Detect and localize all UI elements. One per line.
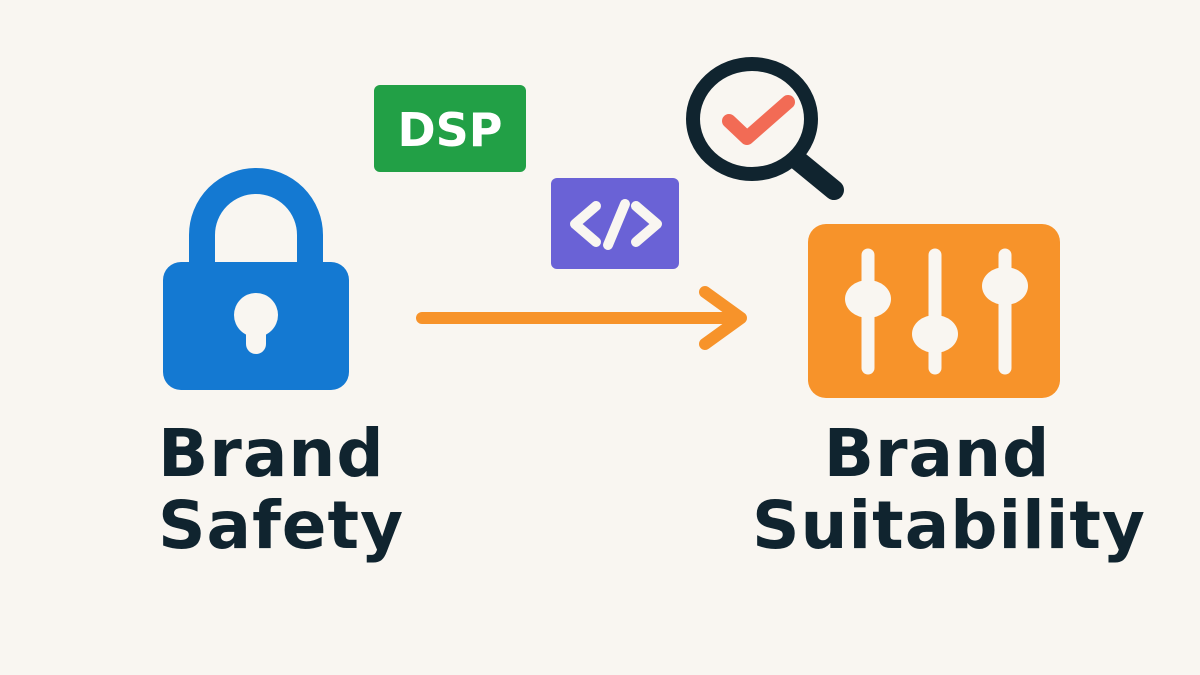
brand-suitability-line1: Brand xyxy=(823,415,1051,492)
brand-safety-line2: Safety xyxy=(158,487,405,564)
brand-safety-line1: Brand xyxy=(158,415,385,492)
sliders-icon xyxy=(808,224,1060,398)
code-icon xyxy=(551,178,679,269)
dsp-badge: DSP xyxy=(374,85,526,172)
brand-safety-label: Brand Safety xyxy=(158,418,404,562)
arrow-right-icon xyxy=(416,286,747,350)
brand-suitability-label: Brand Suitability xyxy=(752,415,1146,564)
brand-suitability-line2: Suitability xyxy=(752,487,1146,564)
magnifier-check-icon xyxy=(686,57,844,200)
lock-icon xyxy=(163,168,349,390)
dsp-label: DSP xyxy=(397,103,502,157)
